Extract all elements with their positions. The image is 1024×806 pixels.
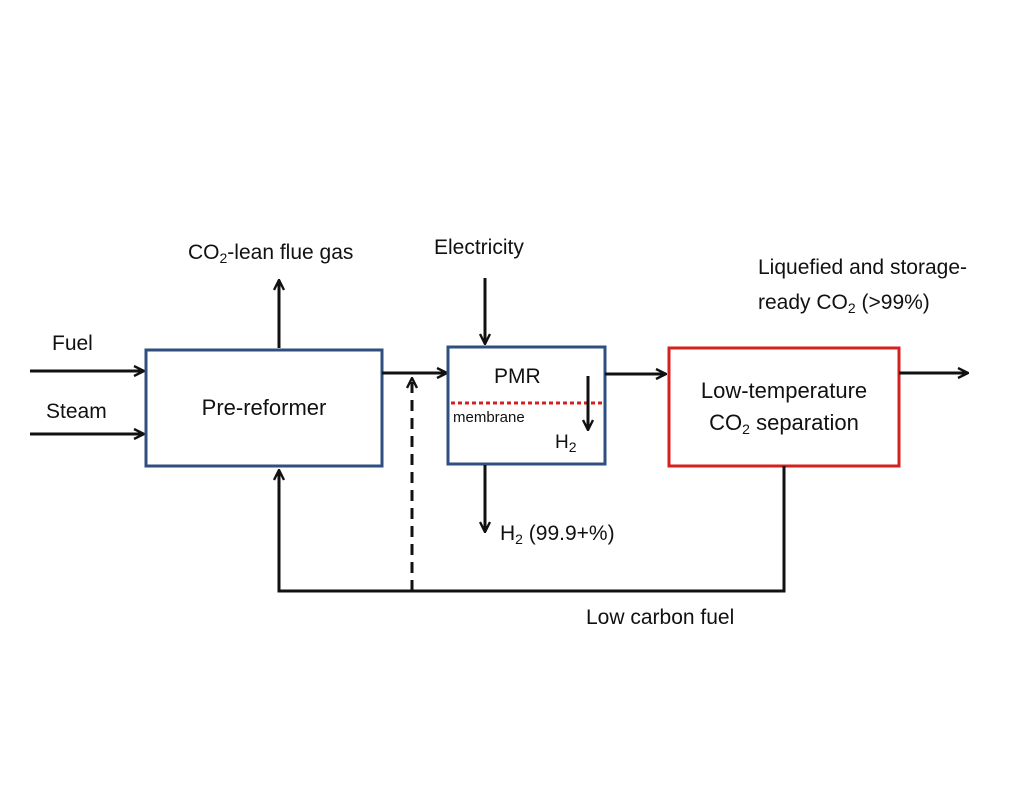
pmr-box xyxy=(446,345,607,466)
separation-subscript: 2 xyxy=(742,421,750,437)
h2-product-label: H2 (99.9+%) xyxy=(500,521,615,547)
separation-suffix: separation xyxy=(749,410,859,435)
h2-product-subscript: 2 xyxy=(515,531,523,547)
pmr-h2-subscript: 2 xyxy=(568,439,577,455)
co2-product-label-line2: ready CO2 (>99%) xyxy=(758,290,930,316)
pre-reformer-text: Pre-reformer xyxy=(201,395,327,420)
membrane-label: membrane xyxy=(453,409,525,426)
flue-gas-label: CO2-lean flue gas xyxy=(188,240,353,266)
co2-product-subscript: 2 xyxy=(847,300,856,316)
recycle-loop-line xyxy=(279,466,786,593)
steam-label: Steam xyxy=(46,400,107,423)
separation-co: CO xyxy=(709,410,743,435)
separation-line2: CO2 separation xyxy=(709,407,859,439)
pre-reformer-label: Pre-reformer xyxy=(146,350,382,466)
co2-product-ready-co: ready CO xyxy=(758,291,848,314)
fuel-label: Fuel xyxy=(52,332,93,355)
flue-gas-co: CO xyxy=(188,241,220,264)
pmr-h2-label: H2 xyxy=(555,430,577,456)
h2-product-h: H xyxy=(500,522,516,545)
separation-label: Low-temperature CO2 separation xyxy=(669,348,899,466)
flue-gas-subscript: 2 xyxy=(219,250,228,266)
flue-gas-suffix: -lean flue gas xyxy=(227,241,354,264)
low-carbon-fuel-label: Low carbon fuel xyxy=(586,606,735,629)
separation-line1: Low-temperature xyxy=(700,378,868,403)
separation-box xyxy=(667,346,901,468)
pmr-h2-h: H xyxy=(555,432,569,453)
pre-reformer-box xyxy=(144,348,384,468)
pmr-label: PMR xyxy=(494,365,541,388)
co2-product-label-line1: Liquefied and storage- xyxy=(758,256,967,279)
co2-product-suffix: (>99%) xyxy=(855,291,930,314)
electricity-label: Electricity xyxy=(434,236,524,259)
h2-product-suffix: (99.9+%) xyxy=(522,522,615,545)
